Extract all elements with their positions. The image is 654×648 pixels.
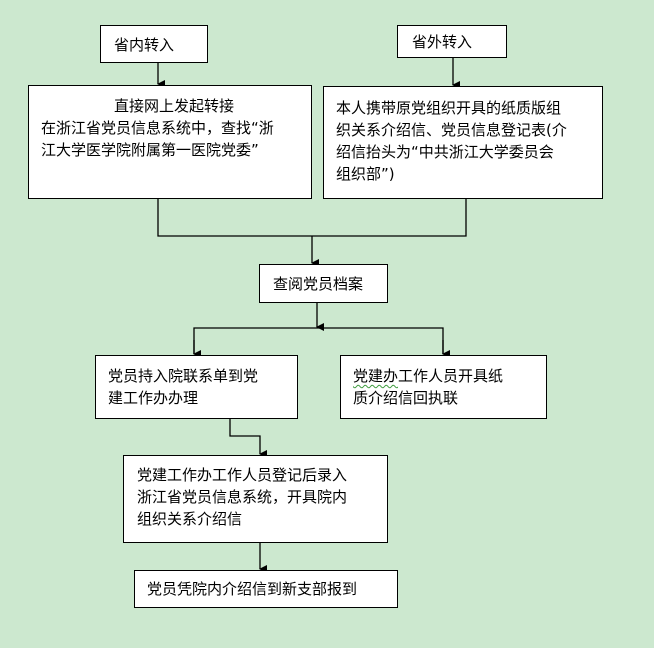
node-online-transfer: 直接网上发起转接 在浙江省党员信息系统中，查找“浙 江大学医学院附属第一医院党委…: [28, 85, 312, 199]
node-text: 省内转入: [114, 36, 175, 54]
node-heading: 直接网上发起转接: [113, 97, 234, 115]
node-text: 质介绍信回执联: [353, 389, 459, 407]
node-text: 组织关系介绍信: [137, 510, 243, 528]
spellcheck-underlined-text: 党建办: [353, 367, 399, 385]
node-register-system: 党建工作办工作人员登记后录入 浙江省党员信息系统，开具院内 组织关系介绍信: [123, 455, 388, 543]
node-text: 党员凭院内介绍信到新支部报到: [147, 580, 358, 598]
edge-merge-line: [157, 199, 467, 237]
node-text: 组织部”): [336, 165, 395, 183]
node-office-receipt: 党建办工作人员开具纸 质介绍信回执联: [340, 355, 547, 419]
node-text: 查阅党员档案: [273, 275, 364, 293]
node-paper-letter: 本人携带原党组织开具的纸质版组 织关系介绍信、党员信息登记表(介 绍信抬头为“中…: [323, 86, 603, 199]
node-text: 浙江省党员信息系统，开具院内: [137, 488, 348, 506]
node-report-branch: 党员凭院内介绍信到新支部报到: [134, 570, 398, 608]
node-text: 绍信抬头为“中共浙江大学委员会: [336, 143, 554, 161]
node-transfer-in-province: 省内转入: [100, 25, 208, 63]
node-text-line-1: 党建办工作人员开具纸: [353, 365, 540, 387]
node-text: 省外转入: [412, 33, 473, 51]
node-member-contact-form: 党员持入院联系单到党 建工作办办理: [95, 355, 298, 419]
node-text: 江大学医学院附属第一医院党委”: [41, 141, 259, 159]
node-text: 织关系介绍信、党员信息登记表(介: [336, 121, 567, 139]
node-text: 在浙江省党员信息系统中，查找“浙: [41, 119, 274, 137]
node-text: 本人携带原党组织开具的纸质版组: [336, 99, 562, 117]
node-text: 工作人员开具纸: [398, 367, 504, 385]
node-text: 建工作办办理: [108, 389, 199, 407]
edge-split-line: [193, 327, 444, 354]
edge-member-to-register: [229, 419, 267, 458]
node-transfer-out-province: 省外转入: [397, 25, 507, 58]
node-text: 党员持入院联系单到党: [108, 367, 259, 385]
node-text: 党建工作办工作人员登记后录入: [137, 466, 348, 484]
node-review-archive: 查阅党员档案: [259, 264, 388, 303]
